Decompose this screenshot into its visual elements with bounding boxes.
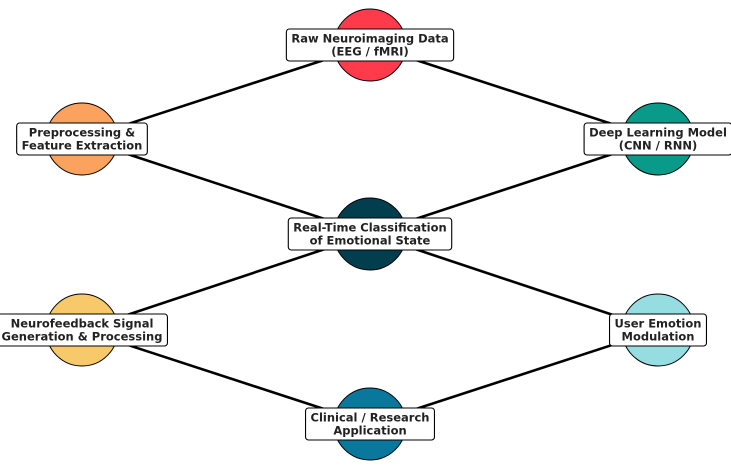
node-label-box-nf xyxy=(0,313,168,347)
node-label-box-cr xyxy=(304,407,436,441)
node-label-line: User Emotion xyxy=(615,317,702,331)
node-label-line: Generation & Processing xyxy=(2,330,163,344)
node-label-box-raw xyxy=(285,28,455,62)
node-label-box-uem xyxy=(608,313,708,347)
node-label-box-pre xyxy=(16,122,148,156)
node-label-line: (EEG / fMRI) xyxy=(331,45,408,59)
node-label-line: of Emotional State xyxy=(310,234,431,248)
node-label-line: Neurofeedback Signal xyxy=(11,317,154,331)
nodes-layer: Raw Neuroimaging Data(EEG / fMRI) Preproc… xyxy=(0,8,731,461)
node-pre: Preprocessing &Feature Extraction xyxy=(16,102,148,176)
node-label-line: Raw Neuroimaging Data xyxy=(291,32,448,46)
node-label-line: Application xyxy=(333,424,406,438)
node-label-line: Real-Time Classification xyxy=(293,221,446,235)
node-label-line: Feature Extraction xyxy=(22,139,143,153)
node-label-line: Modulation xyxy=(622,330,695,344)
node-raw: Raw Neuroimaging Data(EEG / fMRI) xyxy=(285,8,455,82)
node-label-box-rt xyxy=(287,217,453,251)
node-dl: Deep Learning Model(CNN / RNN) xyxy=(583,102,731,176)
node-label-line: Deep Learning Model xyxy=(589,126,727,140)
node-label-line: Clinical / Research xyxy=(311,411,430,425)
node-label-line: Preprocessing & xyxy=(29,126,135,140)
node-label-box-dl xyxy=(583,122,731,156)
node-label-line: (CNN / RNN) xyxy=(619,139,698,153)
